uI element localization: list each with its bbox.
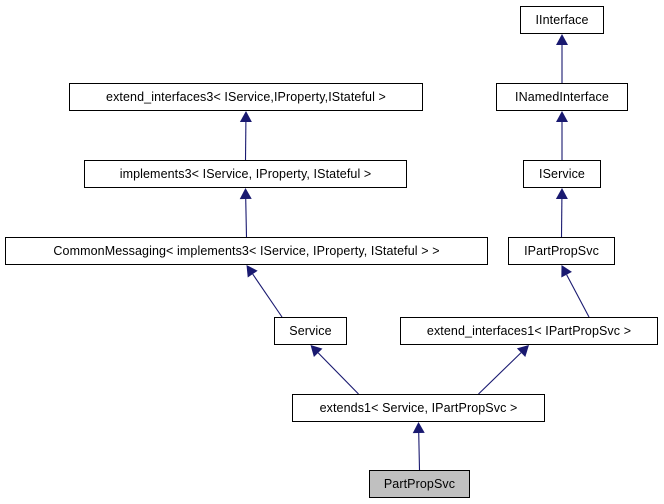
inheritance-arrowhead bbox=[561, 265, 572, 278]
edge-line bbox=[245, 198, 248, 238]
inheritance-edge-ipartpropsvc-to-iservice bbox=[555, 188, 568, 238]
edge-line bbox=[566, 274, 590, 318]
class-node-label: implements3< IService, IProperty, IState… bbox=[119, 166, 372, 181]
class-node-ipartpropsvc[interactable]: IPartPropSvc bbox=[508, 237, 615, 265]
class-node-iservice[interactable]: IService bbox=[523, 160, 601, 188]
class-node-label: extends1< Service, IPartPropSvc > bbox=[319, 400, 518, 415]
class-node-service[interactable]: Service bbox=[274, 317, 347, 345]
edge-line bbox=[252, 273, 283, 318]
class-node-label: Service bbox=[289, 323, 332, 338]
class-node-iinterface[interactable]: IInterface bbox=[520, 6, 604, 34]
inheritance-arrowhead bbox=[246, 265, 258, 278]
inheritance-edge-extend_interfaces1-to-ipartpropsvc bbox=[561, 265, 590, 318]
inheritance-arrowhead bbox=[239, 188, 252, 200]
class-node-label: IService bbox=[539, 166, 585, 181]
inheritance-arrowhead bbox=[556, 34, 568, 45]
class-node-commonmessaging[interactable]: CommonMessaging< implements3< IService, … bbox=[5, 237, 488, 265]
edge-line bbox=[418, 432, 421, 471]
inheritance-arrowhead bbox=[412, 422, 425, 434]
class-node-extend_interfaces1[interactable]: extend_interfaces1< IPartPropSvc > bbox=[400, 317, 658, 345]
class-node-label: IPartPropSvc bbox=[524, 243, 599, 258]
inheritance-arrowhead bbox=[239, 111, 252, 123]
inheritance-arrowhead bbox=[556, 111, 568, 122]
class-node-label: extend_interfaces3< IService,IProperty,I… bbox=[106, 89, 386, 104]
inheritance-edge-partpropsvc-to-extends1 bbox=[412, 422, 425, 471]
inheritance-edge-extends1-to-service bbox=[310, 345, 359, 395]
inheritance-edge-implements3-to-extend_interfaces3 bbox=[239, 111, 252, 161]
class-node-inamedinterface[interactable]: INamedInterface bbox=[496, 83, 628, 111]
class-node-extend_interfaces3[interactable]: extend_interfaces3< IService,IProperty,I… bbox=[69, 83, 423, 111]
class-node-extends1[interactable]: extends1< Service, IPartPropSvc > bbox=[292, 394, 545, 422]
class-node-label: CommonMessaging< implements3< IService, … bbox=[53, 243, 440, 258]
inheritance-edge-extends1-to-extend_interfaces1 bbox=[478, 345, 529, 395]
inheritance-arrowhead bbox=[555, 188, 568, 200]
class-node-label: PartPropSvc bbox=[383, 476, 456, 491]
inheritance-edge-service-to-commonmessaging bbox=[246, 265, 283, 318]
inheritance-arrowhead bbox=[516, 345, 529, 357]
class-node-implements3[interactable]: implements3< IService, IProperty, IState… bbox=[84, 160, 407, 188]
edge-line bbox=[317, 352, 359, 395]
class-node-label: extend_interfaces1< IPartPropSvc > bbox=[426, 323, 632, 338]
edge-line bbox=[478, 352, 522, 395]
class-node-label: IInterface bbox=[535, 12, 589, 27]
class-node-label: INamedInterface bbox=[515, 89, 609, 104]
inheritance-edge-inamedinterface-to-iinterface bbox=[556, 34, 568, 83]
inheritance-arrowhead bbox=[310, 345, 323, 358]
inheritance-edge-commonmessaging-to-implements3 bbox=[239, 188, 252, 238]
class-node-partpropsvc[interactable]: PartPropSvc bbox=[369, 470, 470, 498]
inheritance-edge-iservice-to-inamedinterface bbox=[556, 111, 568, 160]
